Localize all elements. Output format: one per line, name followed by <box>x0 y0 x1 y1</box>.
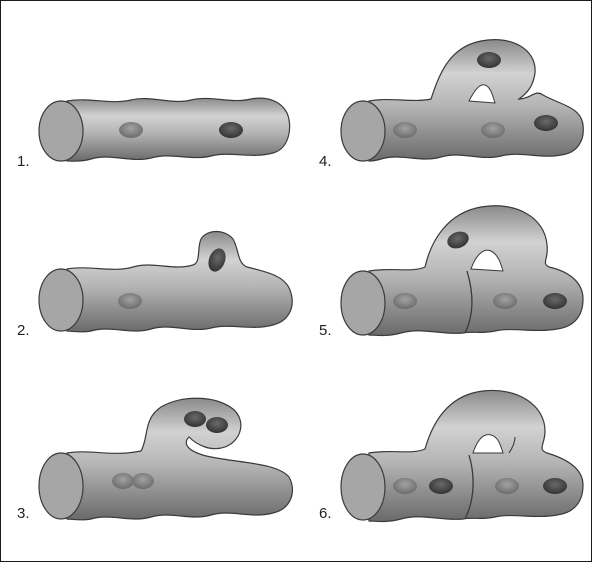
step-label-5: 5. <box>319 322 332 339</box>
hypha-end-cap <box>38 452 84 520</box>
loop-gap <box>472 434 504 454</box>
hypha-step-6 <box>340 389 584 523</box>
hypha-end-cap <box>38 268 84 332</box>
nucleus <box>219 122 243 138</box>
hypha-end-cap <box>340 270 386 336</box>
step-label-4: 4. <box>319 153 332 170</box>
loop-gap <box>468 84 496 104</box>
septum-line <box>464 454 474 520</box>
step-label-3: 3. <box>17 505 30 522</box>
hypha-end-cap <box>38 100 84 162</box>
hypha-step-3 <box>38 397 294 521</box>
hypha-step-1 <box>38 97 291 162</box>
nucleus <box>393 122 417 138</box>
nucleus <box>543 293 567 309</box>
nucleus <box>393 478 417 494</box>
nucleus <box>118 293 142 309</box>
step-label-2: 2. <box>17 322 30 339</box>
step-label-1: 1. <box>17 153 30 170</box>
nucleus <box>393 293 417 309</box>
loop-gap <box>470 249 504 272</box>
septum-line <box>508 436 516 454</box>
nucleus <box>208 248 226 272</box>
step-label-6: 6. <box>319 505 332 522</box>
hypha-tube <box>368 389 584 523</box>
nucleus <box>493 293 517 309</box>
nucleus <box>481 122 505 138</box>
hypha-end-cap <box>340 453 386 521</box>
hypha-tube <box>66 397 294 521</box>
nucleus <box>447 231 469 249</box>
hypha-tube <box>66 97 291 162</box>
hypha-tube <box>66 230 293 333</box>
hypha-step-5 <box>340 205 584 337</box>
dividing-nucleus <box>184 411 228 433</box>
nucleus <box>543 478 567 494</box>
nucleus <box>429 478 453 494</box>
hypha-end-cap <box>340 100 386 162</box>
nucleus <box>534 115 558 131</box>
hypha-tube <box>368 205 584 337</box>
nucleus <box>477 52 501 68</box>
hypha-step-4 <box>340 39 584 162</box>
septum-line <box>464 270 473 334</box>
nucleus <box>119 122 143 138</box>
dividing-nucleus <box>112 473 154 489</box>
nucleus <box>495 478 519 494</box>
hypha-step-2 <box>38 230 293 333</box>
